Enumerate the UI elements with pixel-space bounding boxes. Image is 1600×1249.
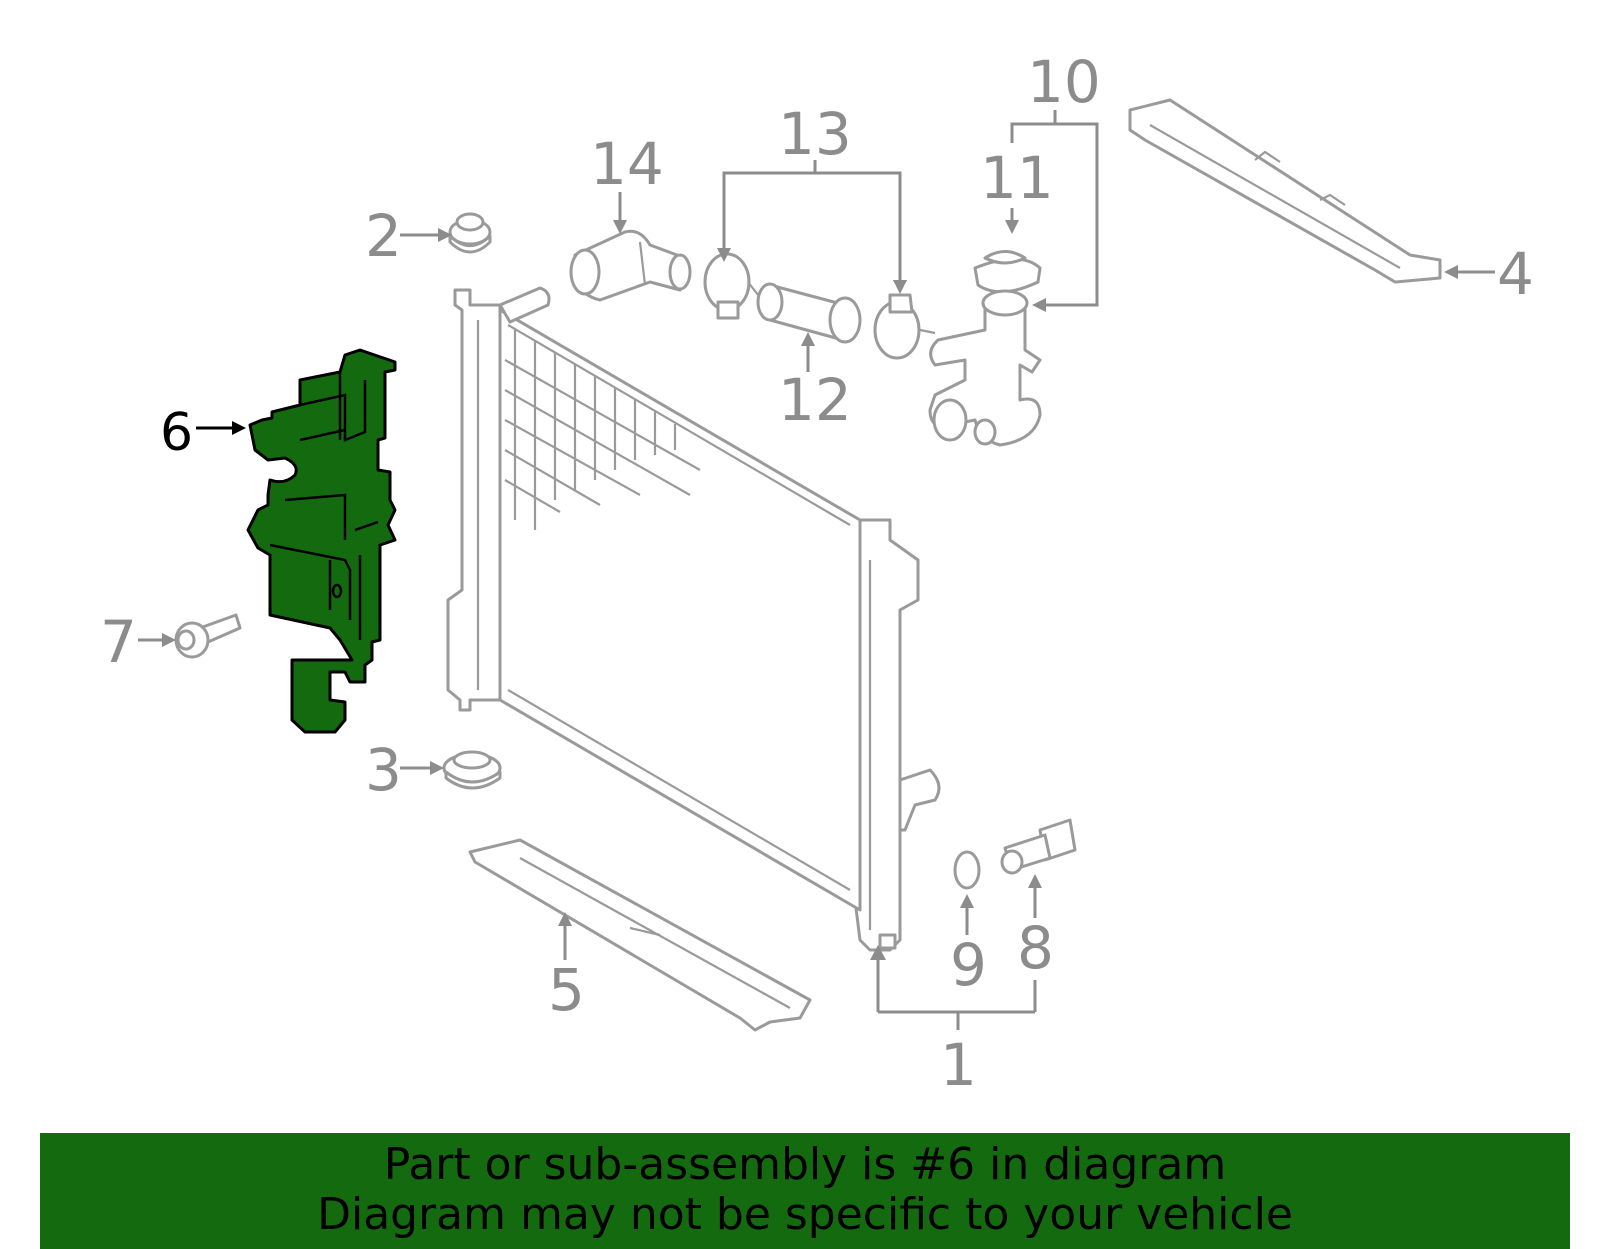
callout-3: 3 xyxy=(365,736,402,804)
callout-8: 8 xyxy=(1017,914,1054,982)
callout-4: 4 xyxy=(1497,240,1534,308)
inlet-assembly xyxy=(928,250,1042,447)
callout-10: 10 xyxy=(1027,48,1101,116)
lower-cushion xyxy=(442,750,502,790)
info-banner: Part or sub-assembly is #6 in diagram Di… xyxy=(40,1133,1570,1249)
callout-12: 12 xyxy=(778,366,852,434)
hose-and-clamps xyxy=(703,252,936,360)
callout-13: 13 xyxy=(778,100,852,168)
air-deflector-highlighted xyxy=(246,348,397,734)
banner-line-2: Diagram may not be specific to your vehi… xyxy=(317,1189,1293,1240)
callout-2: 2 xyxy=(365,202,402,270)
callout-11: 11 xyxy=(980,144,1054,212)
callout-5: 5 xyxy=(548,956,585,1024)
lower-support xyxy=(468,838,812,1032)
upper-support xyxy=(1128,98,1442,284)
callout-14: 14 xyxy=(590,130,664,198)
clip xyxy=(174,613,242,659)
callout-9: 9 xyxy=(950,931,987,999)
upper-cushion xyxy=(448,212,492,254)
callout-1: 1 xyxy=(940,1031,977,1099)
callout-7: 7 xyxy=(100,608,137,676)
drain-cock xyxy=(1000,818,1077,875)
o-ring xyxy=(953,850,981,890)
radiator xyxy=(446,286,941,952)
upper-hose xyxy=(569,229,692,302)
banner-line-1: Part or sub-assembly is #6 in diagram xyxy=(383,1139,1227,1190)
callout-6: 6 xyxy=(160,403,193,463)
